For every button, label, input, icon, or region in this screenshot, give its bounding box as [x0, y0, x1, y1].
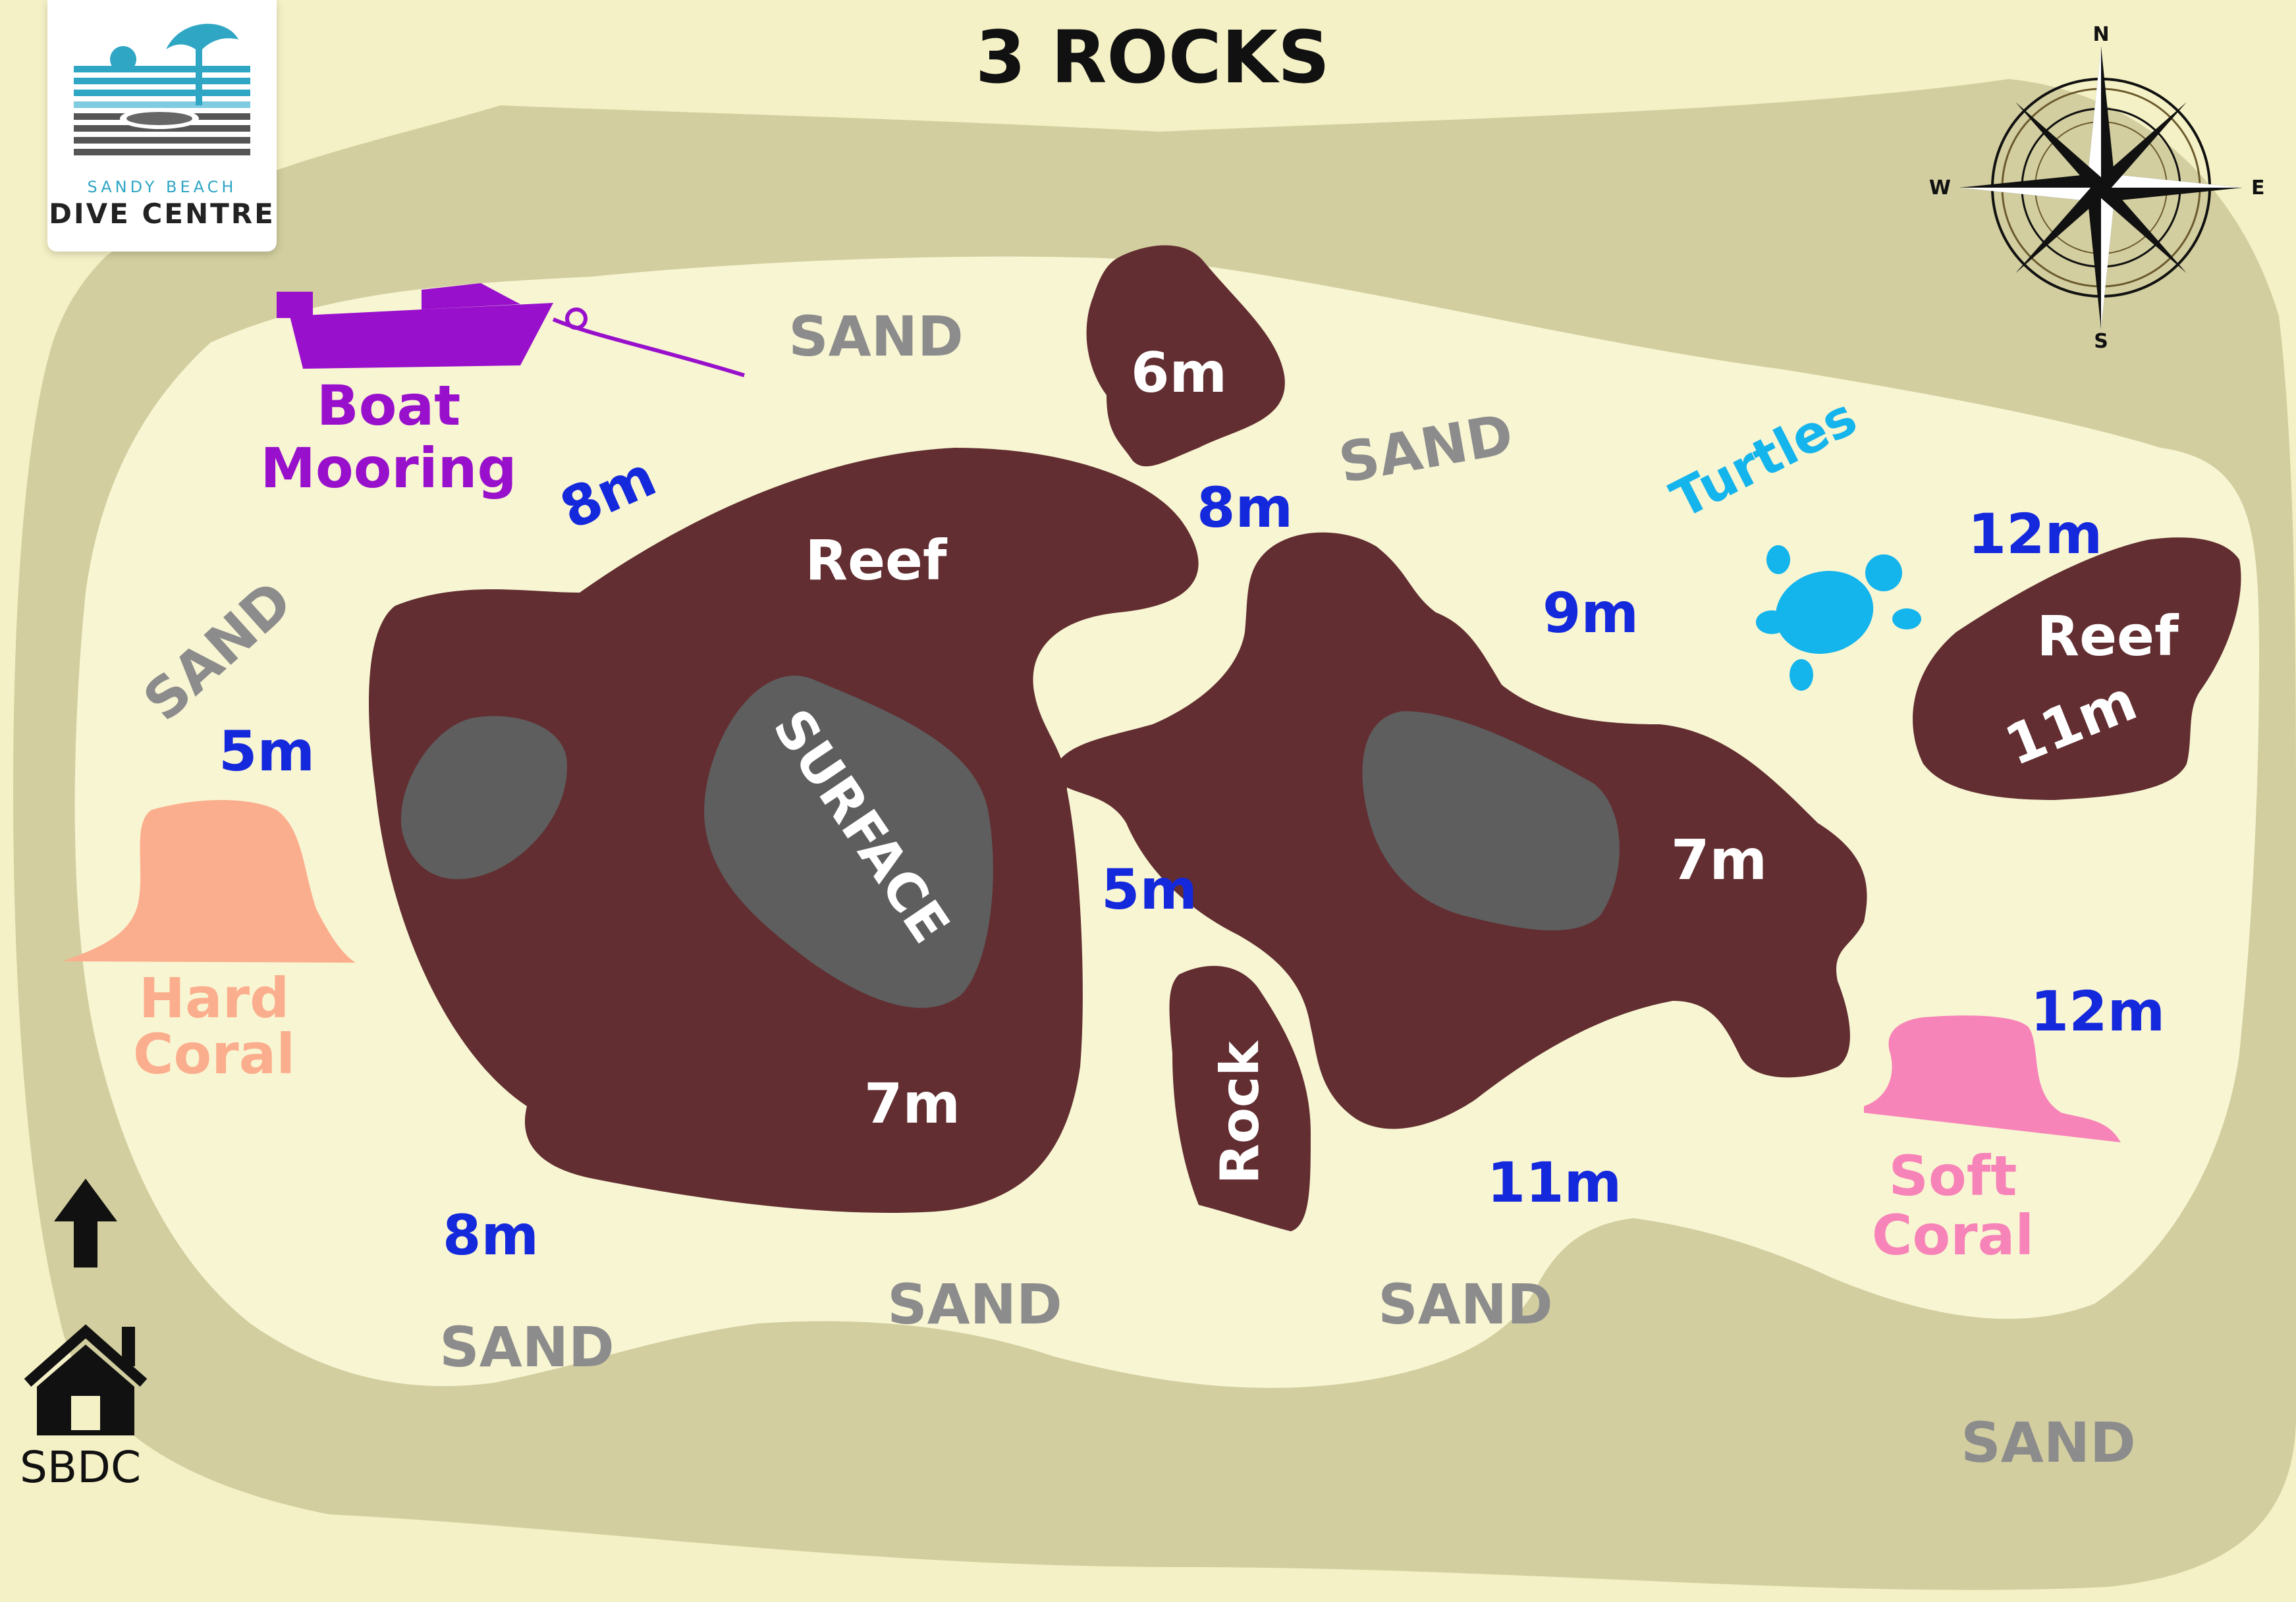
sand-label-bottom-right: SAND [1961, 1410, 2136, 1475]
depth-label: 8m [1197, 475, 1293, 540]
hard-coral-label: Hard [139, 966, 290, 1030]
boat-icon [277, 283, 745, 377]
north-arrow-icon [54, 1179, 117, 1268]
sand-label-bottom-center: SAND [1378, 1272, 1553, 1337]
reef-right-rock [1913, 537, 2241, 800]
small-rock [1169, 965, 1311, 1231]
hard-coral-icon [63, 800, 356, 963]
svg-text:S: S [2094, 330, 2108, 353]
sand-label-bottom-mid: SAND [887, 1272, 1062, 1337]
depth-label: 5m [1101, 857, 1197, 922]
dive-centre-logo: SANDY BEACH DIVE CENTRE [47, 0, 277, 252]
top-rock [1086, 245, 1285, 467]
depth-label: 12m [1968, 502, 2102, 566]
depth-label: 7m [864, 1071, 960, 1136]
surface-patch [704, 676, 993, 1008]
sand-label-bottom-left: SAND [439, 1315, 615, 1379]
depth-label: 5m [219, 719, 315, 784]
soft-coral-icon [1864, 1015, 2121, 1142]
depth-label: 9m [1543, 581, 1639, 645]
depth-label: 11m [1487, 1150, 1622, 1215]
turtle-icon [1756, 545, 1921, 691]
logo-text-small: SANDY BEACH [87, 178, 237, 196]
map-title: 3 ROCKS [975, 15, 1330, 99]
svg-text:N: N [2092, 23, 2109, 46]
rock-label: Rock [1209, 1040, 1271, 1185]
depth-label: 12m [2031, 979, 2165, 1044]
boat-mooring-label: Boat [317, 373, 461, 438]
left-surface-patch [400, 716, 567, 880]
depth-label: 8m [443, 1203, 539, 1268]
soft-coral-label: Soft [1889, 1144, 2017, 1208]
reef-label: Reef [2036, 604, 2179, 668]
right-surface-patch [1362, 711, 1620, 931]
depth-label: 7m [1671, 828, 1767, 892]
logo-icon [74, 24, 250, 155]
svg-text:E: E [2251, 176, 2265, 200]
hard-coral-label: Coral [133, 1022, 295, 1086]
compass-rose-icon: N S E W [1929, 23, 2265, 353]
sand-label-top-mid: SAND [788, 304, 964, 369]
reef-label: Reef [805, 528, 948, 593]
depth-label: 6m [1131, 340, 1227, 405]
sbdc-label: SBDC [20, 1442, 142, 1493]
soft-coral-label: Coral [1872, 1203, 2034, 1268]
boat-mooring-label: Mooring [260, 436, 516, 500]
svg-text:W: W [1929, 176, 1951, 200]
house-icon [24, 1324, 148, 1435]
logo-text-big: DIVE CENTRE [49, 198, 275, 230]
